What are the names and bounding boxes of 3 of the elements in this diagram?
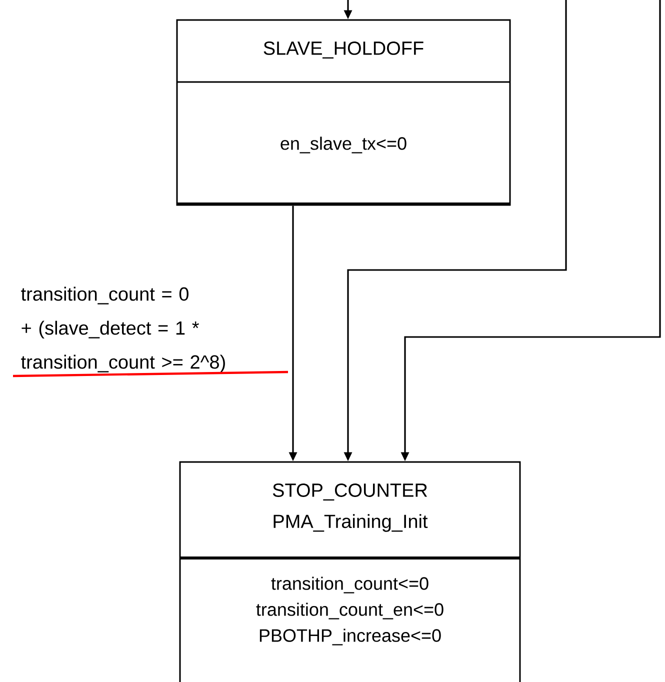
- state-box: STOP_COUNTER PMA_Training_Init transition_count<=0 transition_count_en<=0 PBOTHP_increase<=0: [179, 461, 521, 682]
- edge-label: transition_count = 0 + (slave_detect = 1 * transition_count >= 2^8): [21, 286, 225, 372]
- state-box: SLAVE_HOLDOFF en_slave_tx<=0: [176, 19, 511, 206]
